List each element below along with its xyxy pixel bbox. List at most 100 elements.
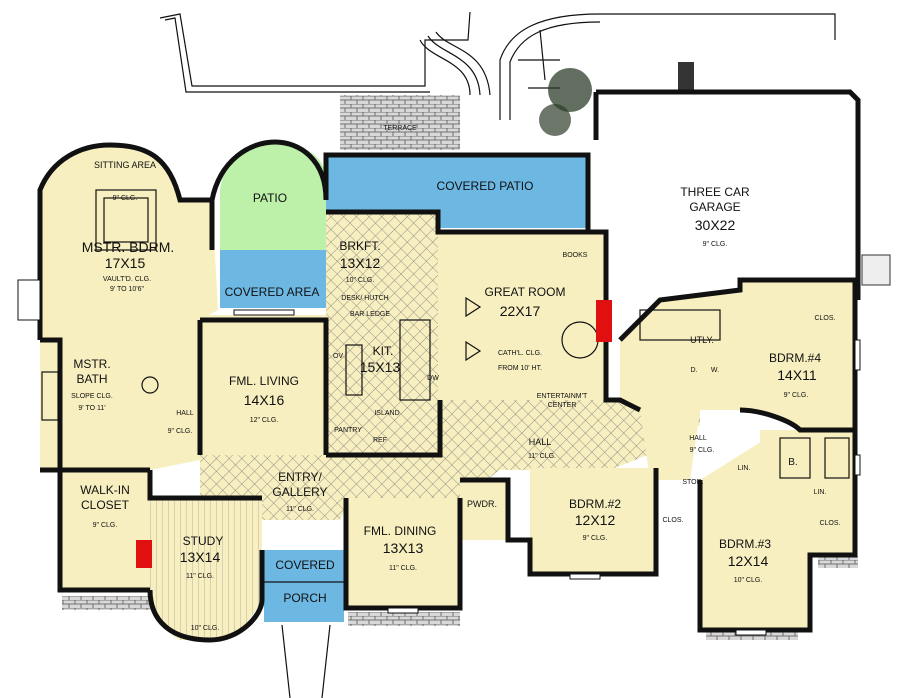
walk-in-closet-2: CLOSET (81, 498, 130, 512)
study-note: 11" CLG. (186, 573, 214, 580)
terrace-label: TERRACE (383, 125, 417, 132)
great-room-entertainment-2: CENTER (548, 402, 577, 409)
bedroom2-size: 12X12 (575, 512, 616, 528)
great-room-size: 22X17 (500, 303, 541, 319)
kitchen-dw: DW (427, 375, 439, 382)
kitchen-ov: OV (333, 353, 343, 360)
bedroom4-note: 9" CLG. (784, 392, 809, 399)
study-bay-note: 10" CLG. (191, 625, 220, 632)
powder-label: PWDR. (467, 499, 497, 509)
master-bedroom-name: MSTR. BDRM. (82, 239, 175, 255)
kitchen-counter (345, 344, 363, 396)
master-bath-note-2: 9' TO 11' (78, 405, 105, 412)
breakfast-note: 10" CLG. (346, 277, 375, 284)
bath-right-label: B. (788, 457, 797, 468)
great-room-note-2: FROM 10' HT. (498, 365, 542, 372)
garage: THREE CAR GARAGE 30X22 9" CLG. (593, 89, 891, 304)
hall-left-note: 9" CLG. (168, 428, 193, 435)
garage-note: 9" CLG. (703, 241, 728, 248)
kitchen-size: 15X13 (360, 359, 401, 375)
kitchen-name: KIT. (373, 344, 394, 358)
master-bedroom-note-1: VAULT'D. CLG. (103, 276, 151, 283)
side-planter-right (818, 556, 858, 568)
utility-label: UTLY. (690, 335, 714, 345)
kitchen-island (399, 319, 431, 401)
entry-label-2: GALLERY (272, 485, 327, 499)
vault-arrows (465, 296, 482, 362)
bedroom4-size: 14X11 (777, 367, 817, 383)
bedroom3-name: BDRM.#3 (719, 537, 771, 551)
bedroom2-note: 9" CLG. (583, 535, 608, 542)
master-bedroom-size: 17X15 (105, 255, 146, 271)
garage-label-2: GARAGE (689, 200, 740, 214)
great-room-fireplace (596, 300, 612, 342)
front-planter-left (62, 596, 152, 610)
hall-left-name: HALL (176, 410, 194, 417)
family-dining-size: 13X13 (383, 540, 424, 556)
study-name: STUDY (183, 534, 224, 548)
covered-patio: COVERED PATIO (326, 155, 588, 228)
sitting-area-label-1: SITTING AREA (94, 160, 156, 170)
family-living-size: 14X16 (244, 392, 285, 408)
kitchen-island: ISLAND (374, 410, 399, 417)
entry-label-1: ENTRY/ (278, 470, 322, 484)
house-body (40, 145, 855, 640)
bedroom4-closet: CLOS. (814, 315, 835, 322)
bedroom2-name: BDRM.#2 (569, 497, 621, 511)
bathtub (41, 371, 59, 421)
storage-label: STOR. (682, 479, 703, 486)
closet-b3-label: CLOS. (819, 520, 840, 527)
closet-b2-label: CLOS. (662, 517, 683, 524)
entry-note: 11" CLG. (286, 506, 314, 513)
family-living-name: FML. LIVING (229, 374, 299, 388)
kitchen-desk: DESK/ HUTCH (341, 295, 388, 302)
covered-porch: COVERED PORCH (264, 550, 344, 622)
master-bedroom-note-2: 9' TO 10'6" (110, 286, 145, 293)
garage-label-1: THREE CAR (680, 185, 750, 199)
utility-d: D. (691, 367, 698, 374)
covered-porch-label-1: COVERED (275, 558, 335, 572)
kitchen-ref: REF (373, 437, 387, 444)
master-bath-note-1: SLOPE CLG. (71, 393, 113, 400)
study-fireplace (136, 540, 152, 568)
bedroom3-note: 10" CLG. (734, 577, 763, 584)
walk-in-closet-1: WALK-IN (80, 483, 130, 497)
linen-1-label: LIN. (738, 465, 751, 472)
patio: PATIO (220, 142, 326, 250)
family-dining-name: FML. DINING (364, 524, 437, 538)
study-size: 13X14 (180, 549, 221, 565)
bedroom4-name: BDRM.#4 (769, 351, 821, 365)
garage-size: 30X22 (695, 217, 736, 233)
covered-area-label: COVERED AREA (225, 285, 320, 299)
great-room-note-1: CATH'L. CLG. (498, 350, 542, 357)
front-walkway (281, 624, 331, 698)
walk-in-closet-note: 9" CLG. (93, 522, 118, 529)
covered-porch-label-2: PORCH (283, 591, 326, 605)
great-room-entertainment-1: ENTERTAINM'T (537, 393, 588, 400)
family-dining-note: 11" CLG. (389, 565, 417, 572)
kitchen-bar: BAR LEDGE (350, 311, 390, 318)
breakfast-size: 13X12 (340, 255, 381, 271)
hall-center-name: HALL (529, 437, 552, 447)
bedroom3-size: 12X14 (728, 553, 769, 569)
kitchen-pantry: PANTRY (334, 427, 362, 434)
master-bath-name-1: MSTR. (73, 357, 110, 371)
hall-center-note: 11" CLG. (528, 453, 556, 460)
walls (37, 139, 858, 643)
patio-label: PATIO (253, 191, 287, 205)
great-room-books: BOOKS (563, 252, 588, 259)
front-planter-center (348, 612, 460, 626)
master-bath-name-2: BATH (76, 372, 107, 386)
breakfast-name: BRKFT. (339, 239, 380, 253)
sitting-area-note: 9" CLG. (113, 195, 138, 202)
family-living-note: 12" CLG. (250, 417, 279, 424)
linen-2-label: LIN. (814, 489, 827, 496)
covered-patio-label: COVERED PATIO (437, 179, 534, 193)
great-room-name: GREAT ROOM (485, 285, 566, 299)
hall-right-note: 9" CLG. (690, 447, 715, 454)
hall-right-name: HALL (689, 435, 707, 442)
utility-w: W. (711, 367, 719, 374)
terrace-area: TERRACE (159, 11, 836, 150)
windows (17, 279, 861, 636)
